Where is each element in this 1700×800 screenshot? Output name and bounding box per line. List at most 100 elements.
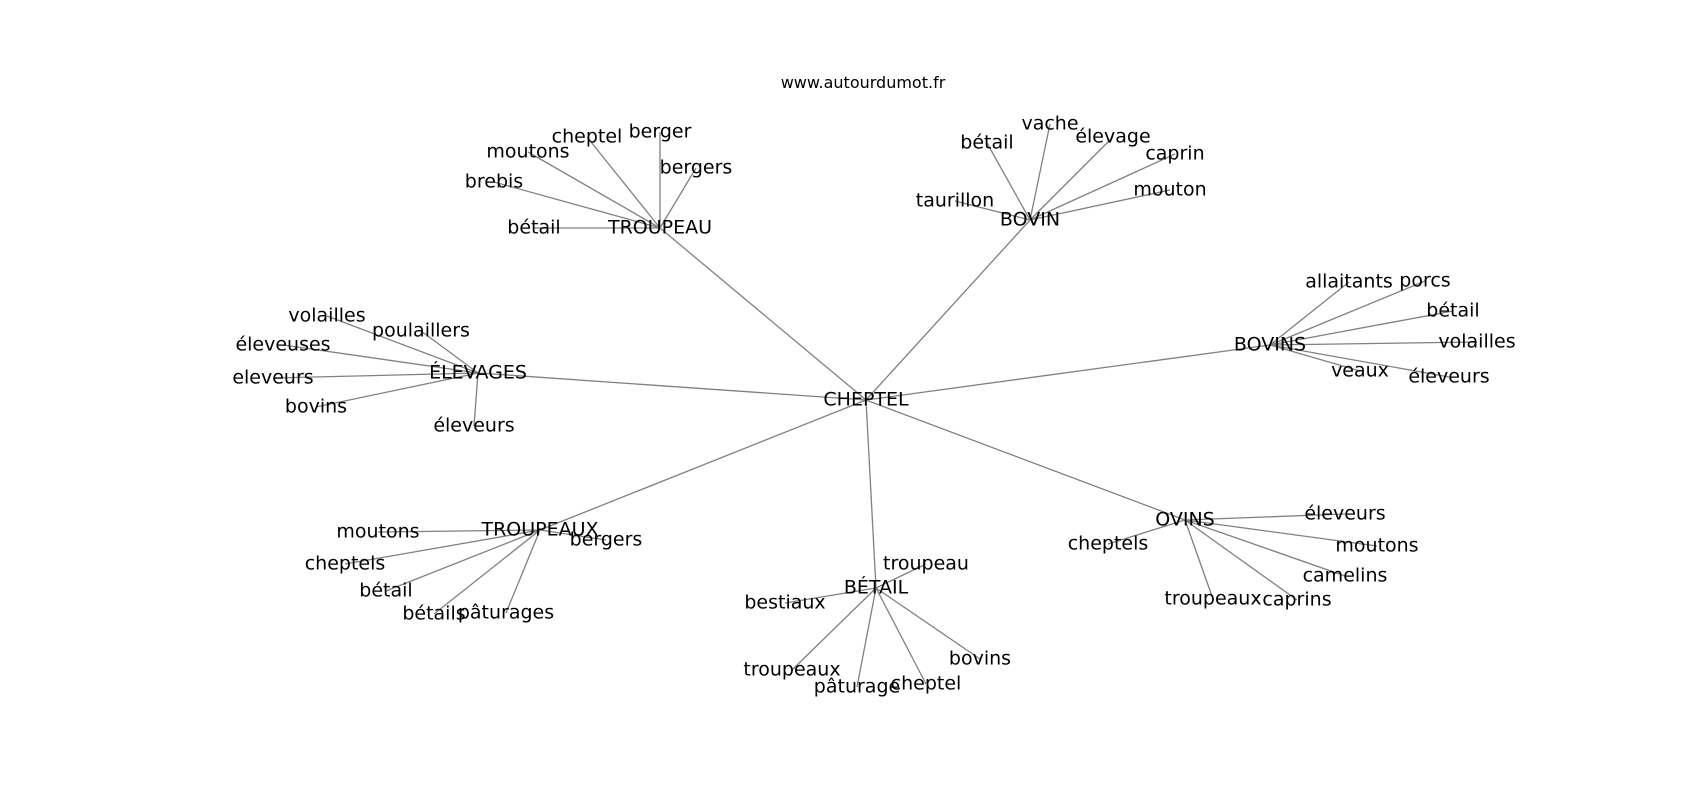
edge-hub-to-word [1269, 344, 1361, 372]
word-node-label: allaitants [1305, 271, 1393, 293]
word-node-label: moutons [336, 521, 419, 543]
word-node-label: troupeaux [743, 659, 840, 681]
edge-hub-to-word [791, 587, 877, 671]
word-node-label: bergers [660, 157, 733, 179]
edge-hub-to-word [473, 372, 479, 427]
edge-hub-to-word [420, 330, 479, 374]
edge-hub-to-word [344, 529, 541, 565]
word-node-label: bétail [1426, 300, 1479, 322]
edge-hub-to-word [1029, 189, 1171, 221]
hub-node-label: TROUPEAUX [480, 519, 598, 541]
word-node-label: éleveurs [1408, 366, 1489, 388]
edge-hub-to-word [315, 372, 479, 408]
edge-hub-to-word [1269, 341, 1478, 346]
site-name: www.autourdumot.fr [781, 73, 946, 92]
word-node-label: moutons [486, 141, 569, 163]
edge-hub-to-word [377, 529, 541, 533]
edge-hub-to-word [272, 372, 479, 379]
word-node-label: taurillon [916, 190, 994, 212]
word-node-label: camelins [1303, 565, 1388, 587]
edge-hub-to-word [875, 587, 927, 685]
word-node-label: poulaillers [372, 320, 470, 342]
word-node-label: bétail [507, 217, 560, 239]
word-node-label: élevage [1075, 126, 1150, 148]
word-node-label: cheptel [552, 126, 623, 148]
word-node-label: bergers [570, 529, 643, 551]
edge-hub-to-word [1184, 519, 1214, 600]
center-node-label: CHEPTEL [823, 389, 909, 411]
hub-node-label: TROUPEAU [607, 217, 712, 239]
edge-hub-to-word [1269, 344, 1450, 378]
word-node-label: porcs [1399, 270, 1450, 292]
edge-center-to-hub [865, 219, 1031, 401]
word-node-label: mouton [1133, 179, 1206, 201]
hub-node-label: BOVIN [1000, 209, 1060, 231]
edge-hub-to-word [954, 200, 1031, 221]
edge-hub-to-word [659, 167, 697, 229]
edge-hub-to-word [1184, 519, 1378, 547]
edge-center-to-hub [477, 372, 867, 401]
hub-node-label: OVINS [1155, 509, 1215, 531]
hub-node-label: BÉTAIL [844, 576, 909, 599]
word-node-label: bovins [949, 648, 1011, 670]
word-node-label: troupeaux [1164, 588, 1261, 610]
word-node-label: moutons [1335, 535, 1418, 557]
word-node-label: troupeau [883, 553, 969, 575]
edge-center-to-hub [865, 344, 1271, 401]
edge-hub-to-word [527, 151, 661, 229]
word-node-label: eleveurs [232, 367, 313, 389]
word-node-label: éleveurs [1304, 503, 1385, 525]
word-node-label: bovins [285, 396, 347, 418]
word-node-label: brebis [465, 171, 523, 193]
word-node-label: cheptels [305, 553, 386, 575]
edge-hub-to-word [539, 529, 607, 541]
edges-layer [272, 123, 1478, 688]
edge-hub-to-word [586, 136, 661, 229]
word-node-label: bestiaux [744, 592, 825, 614]
edge-hub-to-word [282, 344, 479, 374]
edge-hub-to-word [1184, 519, 1298, 601]
word-node-label: pâturage [814, 676, 900, 698]
word-node-label: volailles [1438, 331, 1515, 353]
word-node-label: éleveuses [235, 334, 330, 356]
word-node-label: bétail [960, 132, 1013, 154]
edge-hub-to-word [1107, 519, 1186, 545]
edge-hub-to-word [1184, 513, 1346, 521]
edge-hub-to-word [1029, 153, 1176, 221]
word-node-label: veaux [1331, 360, 1389, 382]
edge-hub-to-word [875, 587, 981, 660]
edge-hub-to-word [385, 529, 541, 592]
edge-hub-to-word [784, 587, 877, 604]
edge-center-to-hub [865, 399, 1186, 521]
word-node-label: vache [1021, 113, 1078, 135]
word-node-label: berger [629, 121, 692, 143]
edge-hub-to-word [856, 587, 877, 688]
edge-center-to-hub [659, 227, 867, 401]
word-node-label: volailles [288, 305, 365, 327]
word-node-label: caprins [1262, 589, 1331, 611]
word-node-label: cheptel [891, 673, 962, 695]
word-node-label: cheptels [1068, 533, 1149, 555]
edge-hub-to-word [493, 181, 661, 229]
edge-hub-to-word [433, 529, 541, 615]
edge-hub-to-word [1184, 519, 1346, 577]
hub-node-label: ÉLEVAGES [429, 361, 527, 384]
word-node-label: bétail [359, 580, 412, 602]
edge-center-to-hub [865, 399, 877, 589]
word-node-label: bétails [402, 603, 465, 625]
edge-hub-to-word [875, 563, 927, 589]
edge-hub-to-word [1029, 136, 1114, 221]
edge-hub-to-word [505, 529, 541, 614]
word-node-label: pâturages [458, 602, 554, 624]
edge-hub-to-word [986, 142, 1031, 221]
edge-hub-to-word [1269, 310, 1454, 346]
word-node-label: éleveurs [433, 415, 514, 437]
hub-node-label: BOVINS [1234, 334, 1306, 356]
edge-hub-to-word [1269, 281, 1350, 346]
edge-center-to-hub [539, 399, 867, 531]
edge-hub-to-word [1269, 280, 1426, 346]
edge-hub-to-word [1029, 123, 1051, 221]
